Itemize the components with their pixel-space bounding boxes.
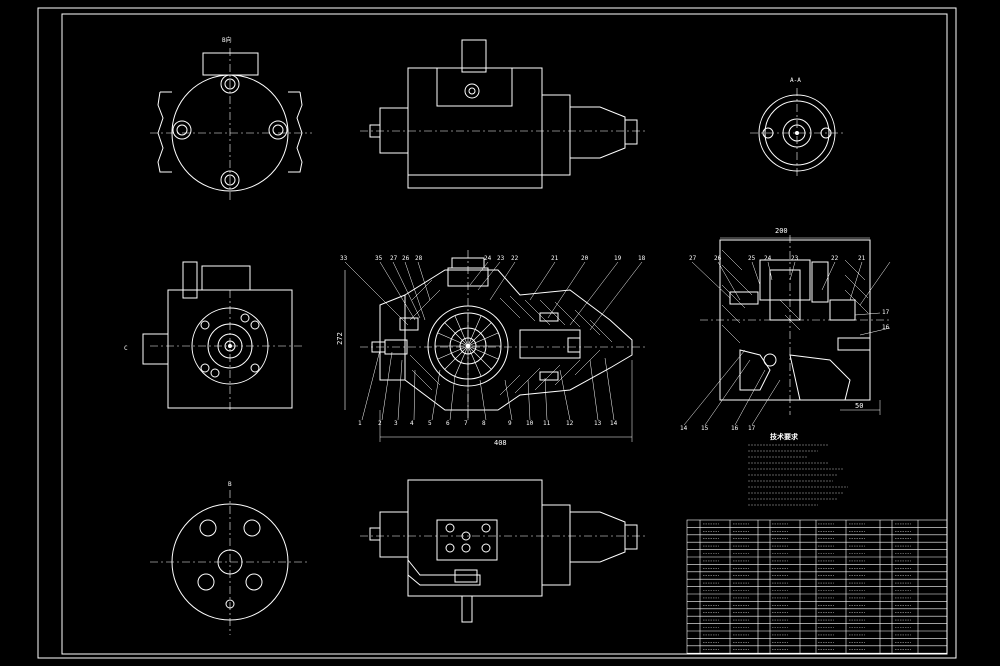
view-top-center-front — [360, 39, 648, 189]
balloon-section-top-6: 23 — [497, 255, 505, 262]
balloon-side-top-5: 22 — [831, 255, 839, 262]
dim-section-width: 408 — [494, 439, 507, 447]
tech-requirements-title: 技术要求 — [770, 433, 798, 441]
balloon-section-bottom-4: 5 — [428, 420, 432, 427]
parts-list-table — [686, 519, 948, 655]
balloon-side-top-2: 25 — [748, 255, 756, 262]
dim-side-offset: 50 — [855, 402, 864, 410]
balloon-side-top-1: 26 — [714, 255, 722, 262]
balloon-section-bottom-13: 14 — [610, 420, 618, 427]
balloon-section-top-1: 35 — [375, 255, 383, 262]
balloon-section-bottom-0: 1 — [358, 420, 362, 427]
view-top-left-flange — [150, 48, 312, 200]
view-mid-right-side — [700, 235, 890, 415]
balloon-section-top-11: 18 — [638, 255, 646, 262]
view-label-b: B — [228, 481, 232, 488]
view-mid-left-side — [142, 261, 305, 410]
balloon-section-bottom-6: 7 — [464, 420, 468, 427]
tech-notes-lines — [748, 444, 848, 506]
balloon-section-bottom-10: 11 — [543, 420, 551, 427]
side-leaders — [683, 261, 891, 426]
balloon-section-top-2: 27 — [390, 255, 398, 262]
view-bottom-left-flange — [150, 490, 310, 635]
balloon-section-top-5: 24 — [484, 255, 492, 262]
balloon-side-top-6: 21 — [858, 255, 866, 262]
balloon-section-top-4: 28 — [415, 255, 423, 262]
balloon-side-right-0: 17 — [882, 309, 890, 316]
balloon-side-right-1: 16 — [882, 324, 890, 331]
balloon-section-bottom-7: 8 — [482, 420, 486, 427]
balloon-side-top-3: 24 — [764, 255, 772, 262]
balloon-side-bottom-1: 15 — [701, 425, 709, 432]
balloon-section-top-3: 26 — [402, 255, 410, 262]
view-label-aa: A-A — [790, 77, 801, 84]
balloon-section-top-9: 20 — [581, 255, 589, 262]
dim-side-width: 200 — [775, 227, 788, 235]
view-label-b-direction: B向 — [222, 37, 232, 44]
dim-section-height: 272 — [335, 332, 344, 345]
balloon-section-top-8: 21 — [551, 255, 559, 262]
view-bottom-center-top — [360, 479, 648, 623]
outer-border — [37, 7, 957, 659]
balloon-side-bottom-2: 16 — [731, 425, 739, 432]
balloon-section-bottom-11: 12 — [566, 420, 574, 427]
balloon-side-bottom-3: 17 — [748, 425, 756, 432]
balloon-side-bottom-0: 14 — [680, 425, 688, 432]
balloon-section-bottom-5: 6 — [446, 420, 450, 427]
view-label-c: C — [124, 345, 128, 352]
balloon-section-bottom-2: 3 — [394, 420, 398, 427]
balloon-section-bottom-3: 4 — [410, 420, 414, 427]
inner-border — [61, 13, 948, 655]
balloon-side-top-4: 23 — [791, 255, 799, 262]
section-leaders — [344, 261, 643, 421]
balloon-section-bottom-12: 13 — [594, 420, 602, 427]
balloon-section-top-10: 19 — [614, 255, 622, 262]
balloon-section-bottom-9: 10 — [526, 420, 534, 427]
balloon-section-top-0: 33 — [340, 255, 348, 262]
balloon-section-bottom-1: 2 — [378, 420, 382, 427]
balloon-section-top-7: 22 — [511, 255, 519, 262]
balloon-side-top-0: 27 — [689, 255, 697, 262]
balloon-section-bottom-8: 9 — [508, 420, 512, 427]
